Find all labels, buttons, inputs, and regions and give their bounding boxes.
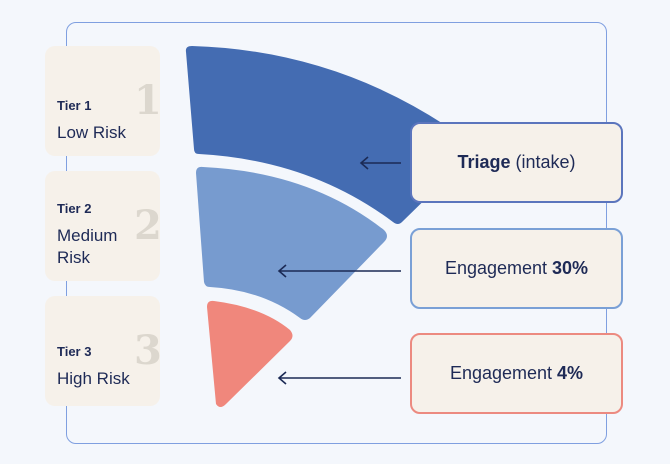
stage-bold: 30% (552, 258, 589, 278)
engagement-30-box: Engagement 30% (410, 228, 623, 309)
arrow-left-icon (277, 371, 401, 385)
stage-bold: Triage (457, 152, 511, 172)
triage-segment (185, 46, 445, 224)
arrow-left-icon (277, 264, 401, 278)
tier-label: Tier 1 (57, 98, 92, 113)
risk-label: Low Risk (57, 123, 126, 142)
engagement-4-segment (207, 300, 293, 407)
risk-label: Medium Risk (57, 226, 118, 267)
triage-box: Triage (intake) (410, 122, 623, 203)
risk-label: High Risk (57, 369, 130, 388)
tier-numeral: 3 (134, 327, 160, 374)
tier-label: Tier 3 (57, 344, 92, 359)
tier-card-1: 1 Tier 1 Low Risk (45, 46, 160, 156)
tier-label: Tier 2 (57, 201, 92, 216)
tier-numeral: 1 (134, 77, 160, 124)
tier-card-3: 3 Tier 3 High Risk (45, 296, 160, 406)
tier-numeral: 2 (134, 202, 160, 249)
tier-card-2: 2 Tier 2 Medium Risk (45, 171, 160, 281)
stage-text: (intake) (510, 152, 576, 172)
stage-text: Engagement (444, 258, 553, 278)
engagement-30-segment (196, 166, 387, 320)
stage-text: Engagement (449, 363, 558, 383)
engagement-4-box: Engagement 4% (410, 333, 623, 414)
stage-bold: 4% (557, 363, 584, 383)
arrow-left-icon (359, 156, 401, 170)
